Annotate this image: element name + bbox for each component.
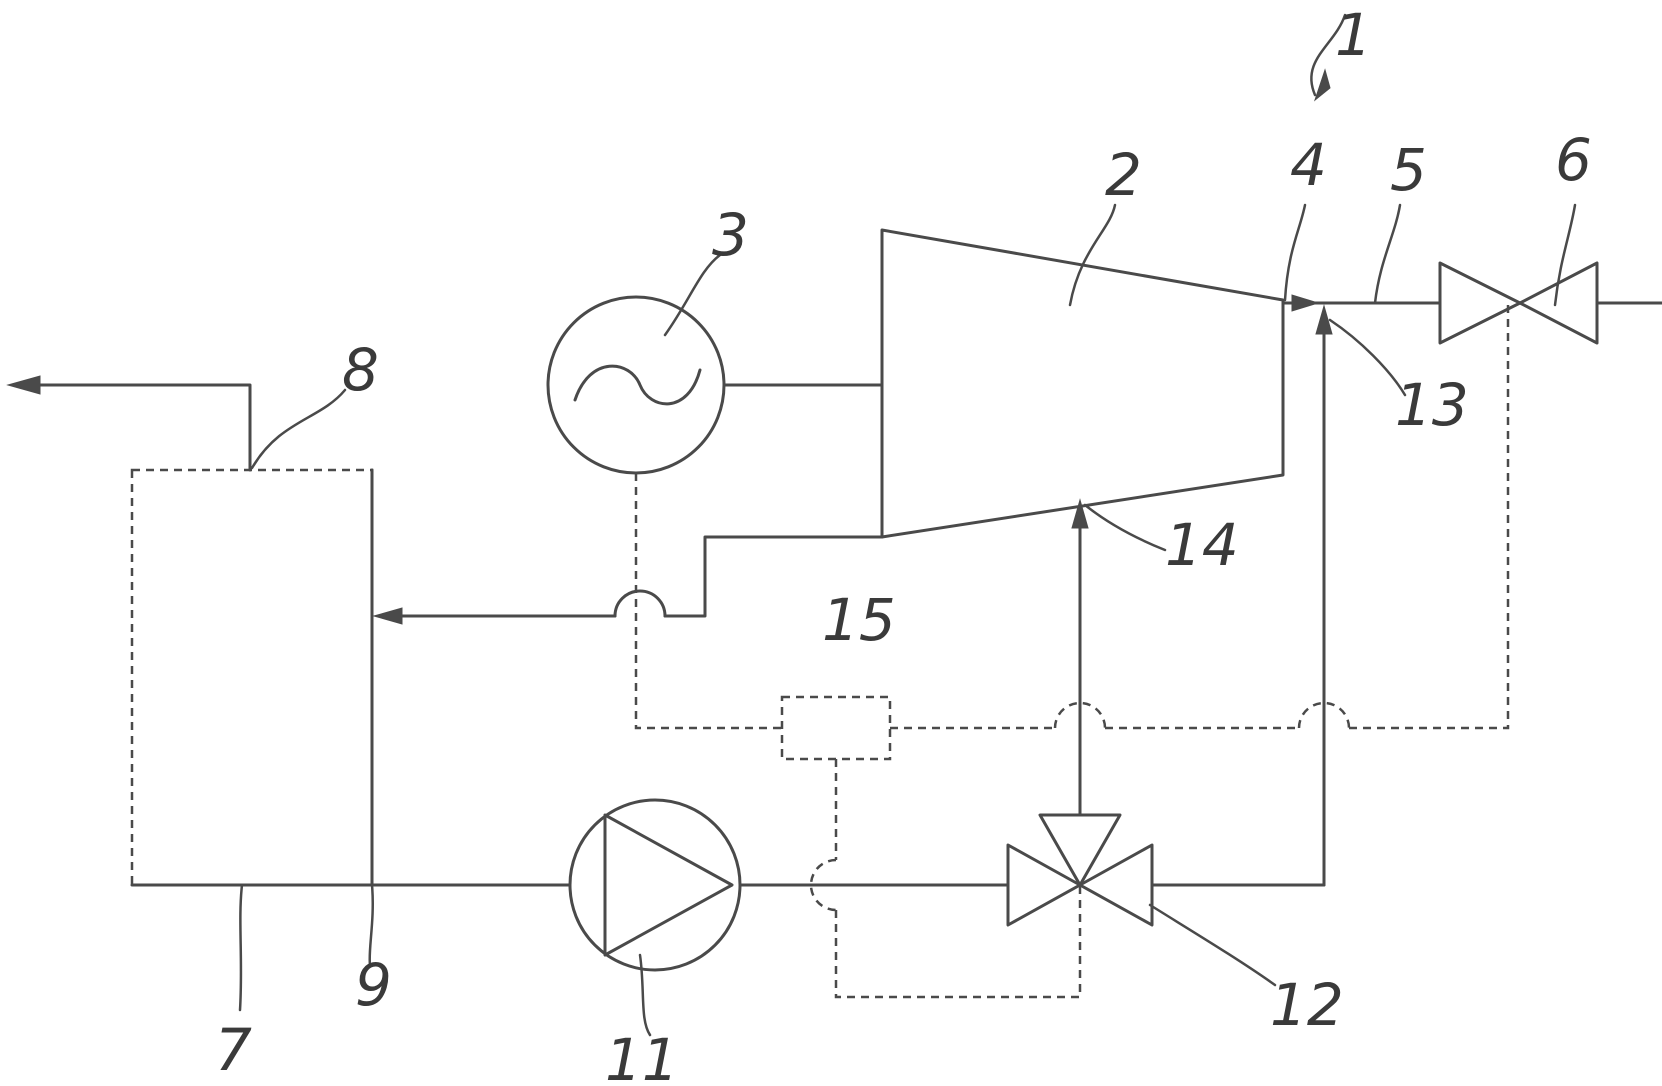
label-9: 9 (355, 951, 392, 1019)
leader-6 (1555, 205, 1575, 305)
label-14: 14 (1165, 511, 1239, 579)
controller-15 (782, 697, 890, 759)
leader-5 (1375, 205, 1400, 303)
label-8: 8 (342, 336, 379, 404)
label-2: 2 (1105, 141, 1142, 209)
valve-12-right (1080, 845, 1152, 925)
label-15: 15 (822, 586, 896, 654)
generator-wave-icon (575, 366, 700, 404)
leader-1-arrow (1315, 70, 1330, 100)
label-4: 4 (1290, 131, 1327, 199)
turbine-2 (882, 230, 1283, 537)
leader-8 (252, 390, 345, 468)
label-5: 5 (1390, 136, 1427, 204)
label-13: 13 (1395, 371, 1469, 439)
leader-14 (1085, 505, 1165, 550)
tank-outlet-line (30, 385, 250, 470)
tank-7 (132, 470, 372, 885)
valve-6 (1440, 263, 1520, 343)
outlet-arrow (8, 376, 40, 394)
control-valve-12-line (836, 885, 1080, 997)
tank-inlet-arrow (374, 608, 402, 624)
leader-11 (640, 955, 650, 1035)
pump-11 (570, 800, 740, 970)
leader-12 (1150, 905, 1275, 985)
control-valve-6-line (1349, 303, 1508, 728)
generator-3 (548, 297, 724, 473)
valve-12-top (1040, 815, 1120, 885)
exhaust-hump (615, 591, 665, 616)
pump-triangle-icon (605, 815, 732, 955)
label-12: 12 (1270, 971, 1344, 1039)
leader-13 (1330, 320, 1405, 395)
leader-7 (240, 885, 242, 1010)
label-6: 6 (1555, 126, 1592, 194)
label-7: 7 (215, 1016, 252, 1084)
valve-12-left (1008, 845, 1080, 925)
label-3: 3 (712, 201, 749, 269)
label-1: 1 (1335, 1, 1372, 69)
leader-4 (1285, 205, 1305, 300)
leader-2 (1070, 205, 1115, 305)
label-11: 11 (605, 1026, 679, 1086)
